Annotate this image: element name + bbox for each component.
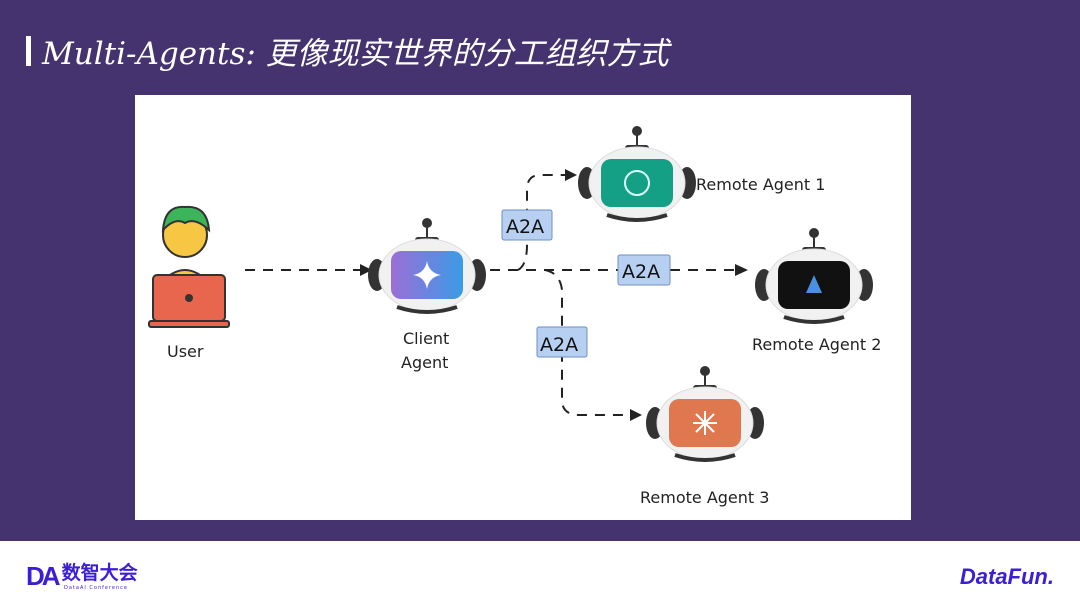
footer: DA 数智大会 DataAI Conference DataFun. <box>0 541 1080 607</box>
title-accent-bar <box>26 36 31 66</box>
client-agent-robot <box>366 216 488 314</box>
client-label-2: Agent <box>401 353 448 372</box>
svg-text:A2A: A2A <box>540 334 578 356</box>
remote-agent-2-robot <box>753 226 875 324</box>
openai-icon <box>624 170 650 196</box>
remote-agent-1-robot <box>576 124 698 222</box>
da-logo-text: 数智大会 <box>61 562 138 584</box>
connector-lines <box>245 174 735 416</box>
a2a-diagram: User A2A A2A A2A <box>148 124 881 507</box>
user-label: User <box>167 342 204 361</box>
da-logo-mark: DA <box>26 561 61 591</box>
client-label: Client <box>403 329 449 348</box>
sparkle-icon <box>413 261 441 289</box>
remote-agent-3-robot <box>644 364 766 462</box>
remote-agent-1-label: Remote Agent 1 <box>696 175 825 194</box>
svg-text:A2A: A2A <box>622 261 660 283</box>
user-icon <box>148 205 230 328</box>
a2a-label-middle: A2A <box>617 254 671 286</box>
datafun-logo: DataFun. <box>959 564 1054 589</box>
remote-agent-3-label: Remote Agent 3 <box>640 488 769 507</box>
arrow-heads <box>360 169 748 421</box>
a2a-label-top: A2A <box>501 209 553 241</box>
da-logo-subtext: DataAI Conference <box>64 585 128 591</box>
page-title: Multi-Agents: 更像现实世界的分工组织方式 <box>42 36 669 72</box>
sail-icon <box>806 275 822 293</box>
slide-background: Multi-Agents: 更像现实世界的分工组织方式 <box>0 0 1080 541</box>
da-conference-logo: DA 数智大会 DataAI Conference <box>26 561 138 591</box>
diagram-panel: User A2A A2A A2A <box>135 95 911 520</box>
a2a-label-bottom: A2A <box>536 326 588 358</box>
svg-text:A2A: A2A <box>506 216 544 238</box>
burst-icon <box>693 411 717 435</box>
remote-agent-2-label: Remote Agent 2 <box>752 335 881 354</box>
